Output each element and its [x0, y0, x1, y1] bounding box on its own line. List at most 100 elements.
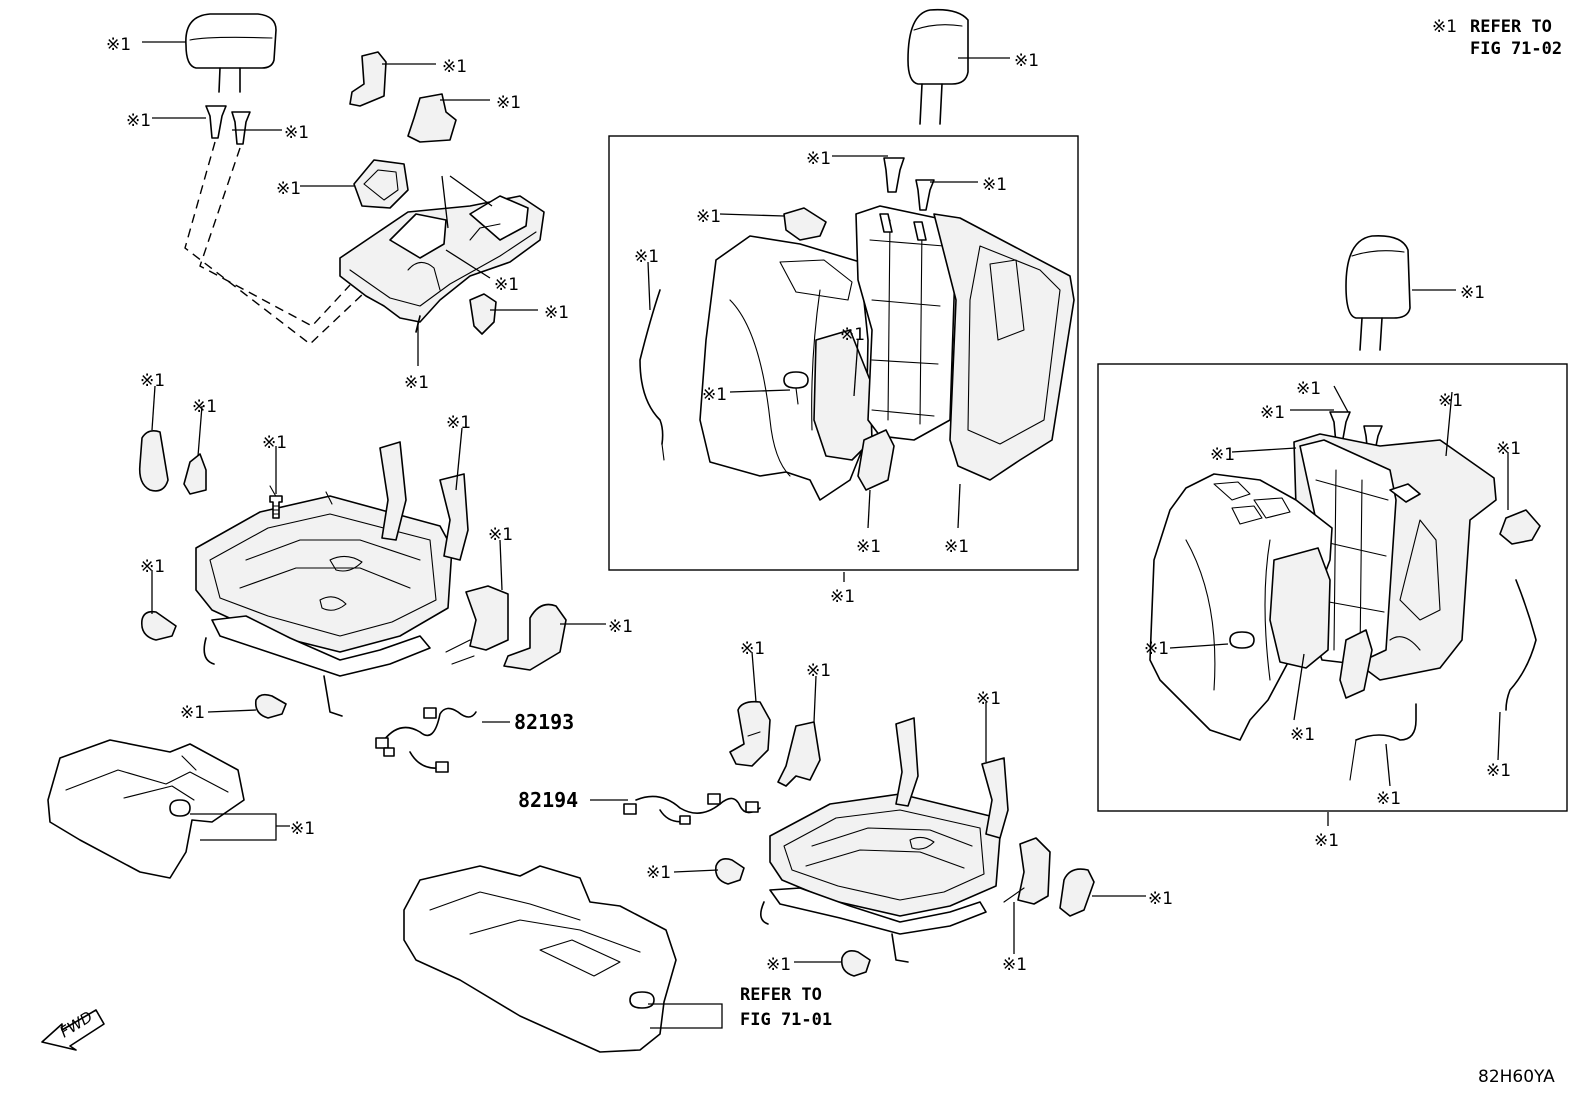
callout-mark: ※1 [140, 371, 165, 391]
callout-mark: ※1 [1376, 789, 1401, 809]
leader-center-cushion [648, 1003, 723, 1029]
center-headrest [907, 8, 969, 125]
hinge-bracket-left [183, 453, 207, 495]
center-cap-2 [840, 950, 871, 977]
callout-mark: ※1 [544, 303, 569, 323]
note-mark: ※1 [1432, 17, 1457, 37]
cap-left-2 [254, 693, 287, 719]
armrest-clip [469, 293, 497, 335]
recliner-bracket-left [445, 585, 509, 665]
center-frame [855, 205, 957, 441]
center-hinge-cover-outer [1059, 868, 1095, 917]
callout-mark: ※1 [856, 537, 881, 557]
callout-leaders [142, 41, 1509, 963]
guide-path-outer [184, 141, 366, 345]
callout-mark: ※1 [496, 93, 521, 113]
callout-mark: ※1 [442, 57, 467, 77]
callout-mark: ※1 [1210, 445, 1235, 465]
callout-mark: ※1 [262, 433, 287, 453]
callout-mark: ※1 [702, 385, 727, 405]
left-headrest [185, 13, 277, 93]
callout-mark: ※1 [494, 275, 519, 295]
callout-mark: ※1 [1002, 955, 1027, 975]
right-headrest [1345, 234, 1411, 351]
callout-mark: ※1 [1460, 283, 1485, 303]
callout-mark: ※1 [840, 325, 865, 345]
note-line-1: REFER TO [1470, 17, 1552, 37]
callout-mark: ※1 [404, 373, 429, 393]
hinge-cover-left-outer [503, 603, 567, 671]
fwd-arrow: FWD [41, 1008, 105, 1051]
center-seat-cushion-pad [403, 865, 677, 1053]
callout-mark: ※1 [126, 111, 151, 131]
center-hinge-plate [857, 429, 895, 491]
bolt [269, 495, 283, 519]
callout-mark: ※1 [696, 207, 721, 227]
hinge-cover-left-inner [138, 430, 169, 492]
diagram-code: 82H60YA [1478, 1067, 1555, 1087]
callout-mark: ※1 [982, 175, 1007, 195]
cushion-ref-line-1: REFER TO [740, 985, 822, 1005]
center-hinge-cover [729, 700, 771, 767]
armrest-bracket-upper [349, 51, 387, 107]
note-line-2: FIG 71-02 [1470, 39, 1562, 59]
callout-mark: ※1 [1496, 439, 1521, 459]
callout-mark: ※1 [806, 149, 831, 169]
callout-mark: ※1 [284, 123, 309, 143]
center-wire-end [661, 443, 665, 461]
center-recliner-bracket-right [1003, 837, 1051, 905]
callout-mark: ※1 [740, 639, 765, 659]
callout-mark: ※1 [1314, 831, 1339, 851]
center-cap-1 [714, 858, 745, 885]
callout-mark: ※1 [192, 397, 217, 417]
callout-mark: ※1 [276, 179, 301, 199]
callout-mark: ※1 [106, 35, 131, 55]
center-cushion-frame [760, 793, 1001, 963]
callout-mark: ※1 [1014, 51, 1039, 71]
right-wire-a [1505, 579, 1537, 711]
center-recliner-bracket [777, 721, 821, 787]
guide-path-inner [199, 147, 351, 327]
leader-left-cushion [190, 813, 290, 841]
right-hinge-plate [1339, 629, 1373, 699]
callout-mark: ※1 [646, 863, 671, 883]
callout-mark: ※1 [1260, 403, 1285, 423]
callout-mark: ※1 [140, 557, 165, 577]
right-trim-cover [1149, 473, 1333, 741]
callout-mark: ※1 [180, 703, 205, 723]
armrest-assembly [339, 195, 545, 323]
left-cushion-frame [195, 485, 453, 717]
right-cushion-pad [1269, 547, 1331, 669]
center-board-clip [783, 207, 827, 241]
callout-mark: ※1 [488, 525, 513, 545]
callout-mark: ※1 [1486, 761, 1511, 781]
callout-mark: ※1 [608, 617, 633, 637]
cap-left-1 [140, 610, 177, 641]
right-wire-b [1355, 703, 1417, 741]
seatback-stay-left [379, 441, 469, 561]
center-back-board [933, 213, 1075, 481]
center-headrest-guides [883, 157, 935, 211]
center-stay-1 [895, 717, 919, 807]
right-board-clip [1499, 509, 1541, 545]
callout-mark: ※1 [1438, 391, 1463, 411]
callout-mark: ※1 [1290, 725, 1315, 745]
right-seatback-detail-box [1097, 363, 1568, 812]
cushion-ref-line-2: FIG 71-01 [740, 1010, 832, 1030]
callout-mark: ※1 [766, 955, 791, 975]
center-seatback-detail-box [608, 135, 1079, 571]
part-number-82193: 82193 [514, 710, 574, 734]
callout-mark: ※1 [976, 689, 1001, 709]
left-seat-cushion-pad [47, 739, 245, 879]
center-stay-2 [981, 757, 1009, 839]
part-number-82194: 82194 [518, 788, 578, 812]
callout-mark: ※1 [830, 587, 855, 607]
callout-mark: ※1 [944, 537, 969, 557]
center-wire [639, 289, 664, 445]
headrest-guides-left [205, 105, 251, 145]
callout-marks: ※1 ※1 ※1 ※1 ※1 ※1 ※1 ※1 ※1 ※1 ※1 ※1 ※1 ※… [106, 35, 1521, 975]
armrest-hinge [407, 93, 457, 143]
cushion-reference: REFER TO FIG 71-01 [740, 985, 832, 1030]
